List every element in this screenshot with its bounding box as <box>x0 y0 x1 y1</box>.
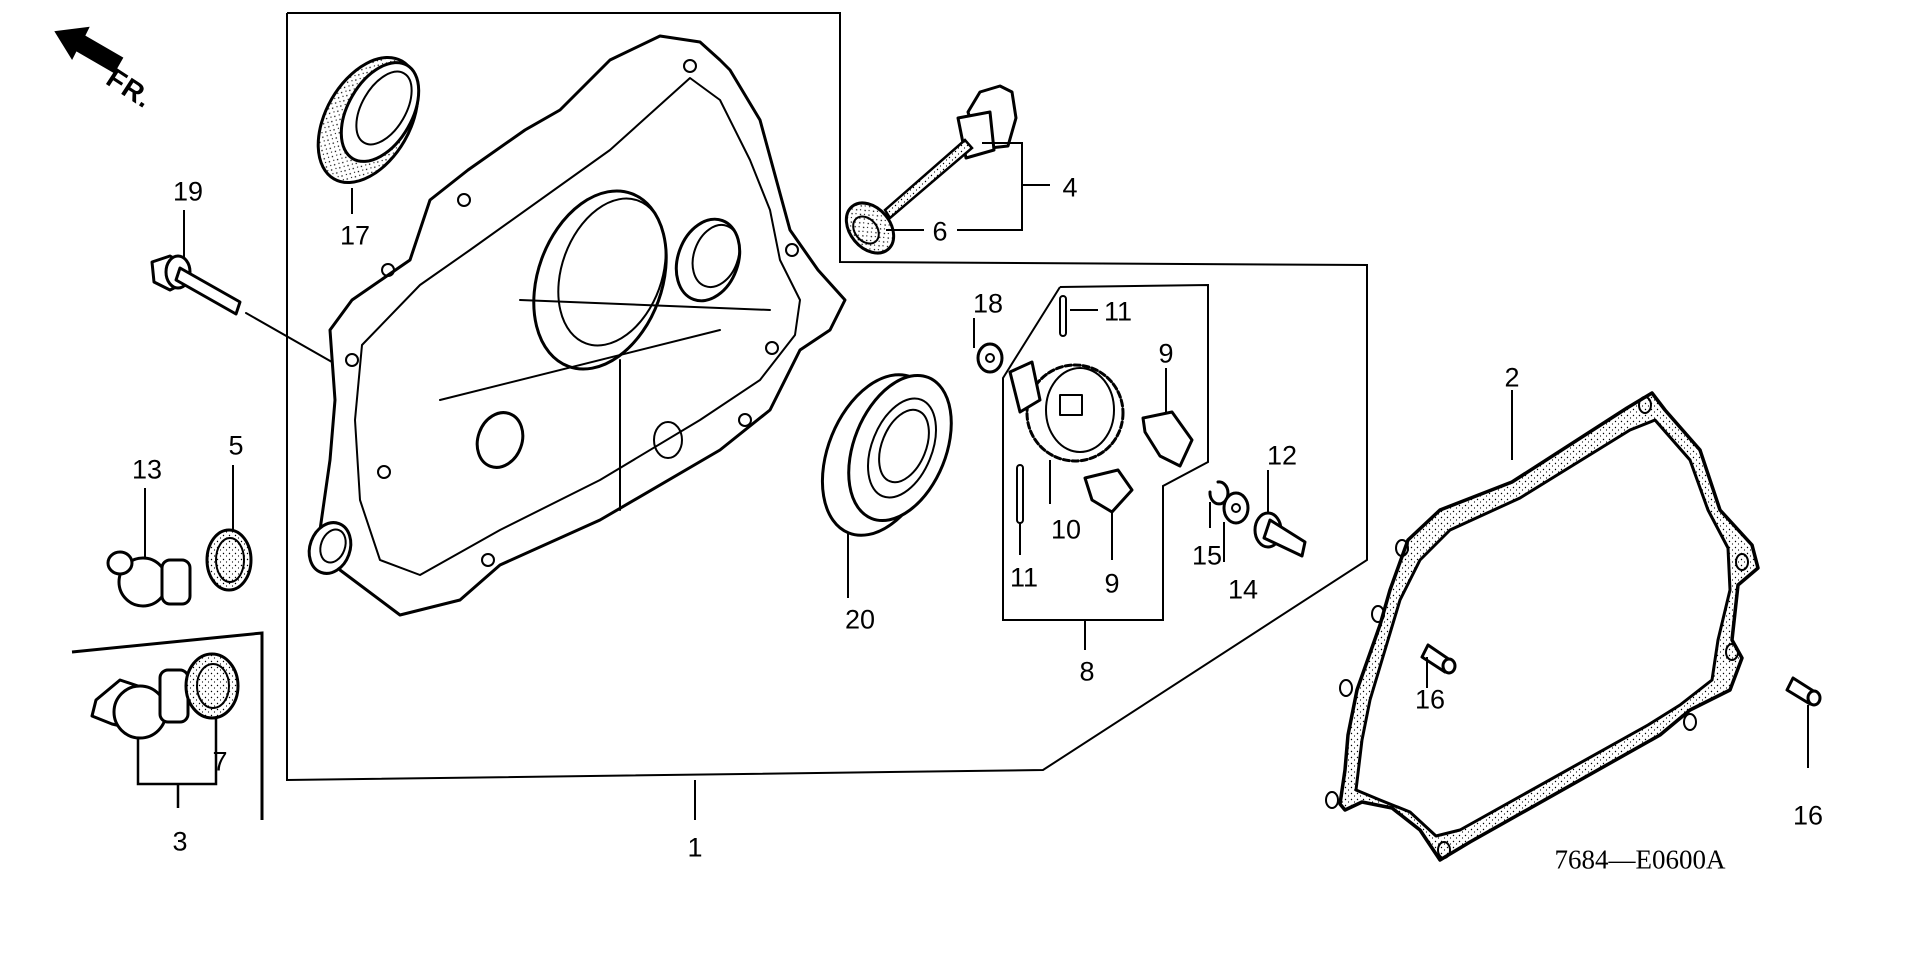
flange-bolt-19-drawing <box>150 210 361 379</box>
callout-17: 17 <box>339 220 371 251</box>
callout-15: 15 <box>1191 540 1223 571</box>
oil-seal-17-drawing <box>316 55 421 214</box>
dowel-pin-16-outer-drawing <box>1785 676 1822 768</box>
callout-18: 18 <box>972 288 1004 319</box>
drain-bolt-13-drawing <box>106 465 253 608</box>
drawing-code: 7684—E0600A <box>1554 844 1726 875</box>
dipstick-4-drawing <box>844 84 1050 255</box>
callout-5: 5 <box>228 430 244 461</box>
callout-16-outer: 16 <box>1792 800 1824 831</box>
callout-12: 12 <box>1266 440 1298 471</box>
callout-16-inner: 16 <box>1414 684 1446 715</box>
callout-20: 20 <box>844 604 876 635</box>
callout-1: 1 <box>687 832 703 863</box>
drain-plug-3-drawing <box>90 652 240 808</box>
dowel-pin-16-inner-drawing <box>1420 643 1457 688</box>
governor-assembly-drawing <box>973 295 1307 562</box>
callout-6: 6 <box>932 216 948 247</box>
front-direction-arrow-icon <box>54 26 124 74</box>
callout-9-top: 9 <box>1158 338 1174 369</box>
callout-7: 7 <box>212 746 228 777</box>
callout-2: 2 <box>1504 362 1520 393</box>
assembly-frame-8 <box>1002 283 1209 621</box>
assembly-frame-3 <box>71 631 264 820</box>
callout-13: 13 <box>131 454 163 485</box>
callout-3: 3 <box>172 826 188 857</box>
assembly-frame-1 <box>286 12 1368 782</box>
callout-10: 10 <box>1050 514 1082 545</box>
callout-9-bottom: 9 <box>1104 568 1120 599</box>
callout-11-top: 11 <box>1103 296 1133 327</box>
callout-14: 14 <box>1227 574 1259 605</box>
ball-bearing-20-drawing <box>820 373 953 598</box>
callout-4: 4 <box>1062 172 1078 203</box>
gasket-2-drawing <box>1325 390 1760 862</box>
crankcase-cover-drawing <box>307 34 847 617</box>
callout-19: 19 <box>172 176 204 207</box>
callout-8: 8 <box>1079 656 1095 687</box>
callout-11-bottom: 11 <box>1009 562 1039 593</box>
